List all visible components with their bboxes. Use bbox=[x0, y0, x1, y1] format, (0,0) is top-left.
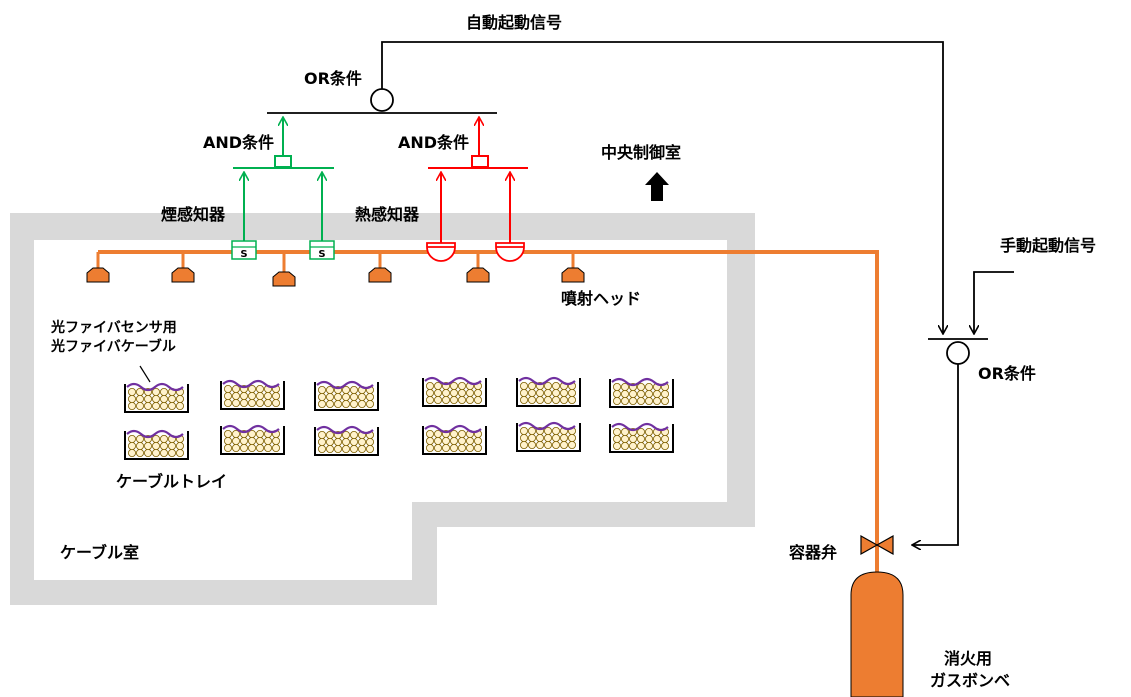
up-arrow-icon bbox=[645, 172, 669, 201]
and-condition-smoke-label: AND条件 bbox=[203, 133, 274, 152]
valve-icon bbox=[860, 534, 894, 556]
spray-head bbox=[561, 267, 585, 283]
heat-detector-label: 熱感知器 bbox=[355, 205, 420, 224]
and-condition-heat-label: AND条件 bbox=[398, 133, 469, 152]
fiber-sensor-label-line1: 光ファイバセンサ用 bbox=[50, 319, 177, 336]
gas-cylinder bbox=[850, 555, 904, 697]
cable-room-wall bbox=[10, 213, 755, 605]
valve-label: 容器弁 bbox=[788, 543, 837, 562]
auto-signal-line bbox=[267, 41, 943, 333]
cable-room-label: ケーブル室 bbox=[60, 543, 139, 562]
spray-head bbox=[86, 267, 110, 283]
or-gate-right bbox=[946, 341, 970, 365]
spray-head-label: 噴射ヘッド bbox=[561, 289, 641, 308]
cable-tray-label: ケーブルトレイ bbox=[116, 472, 227, 491]
fiber-leader-line bbox=[139, 365, 151, 383]
gas-cylinder-label-line2: ガスボンベ bbox=[930, 671, 1010, 690]
fiber-sensor-label-line2: 光ファイバケーブル bbox=[50, 338, 176, 355]
smoke-signal-lines bbox=[233, 118, 334, 241]
spray-head bbox=[272, 271, 296, 287]
central-control-room-label: 中央制御室 bbox=[601, 143, 681, 162]
main-pipe bbox=[98, 250, 879, 583]
or-gate-top bbox=[370, 88, 394, 112]
smoke-detector-symbol: S bbox=[318, 249, 325, 260]
right-or-gate bbox=[913, 271, 1014, 545]
spray-head bbox=[466, 267, 490, 283]
heat-detectors bbox=[426, 242, 525, 262]
smoke-detector-symbol: S bbox=[240, 249, 247, 260]
or-condition-right-label: OR条件 bbox=[978, 364, 1036, 383]
gas-cylinder-label-line1: 消火用 bbox=[944, 649, 992, 668]
auto-signal-label: 自動起動信号 bbox=[466, 13, 562, 32]
or-condition-top-label: OR条件 bbox=[304, 69, 362, 88]
spray-head bbox=[368, 267, 392, 283]
spray-heads bbox=[86, 252, 585, 287]
heat-signal-lines bbox=[428, 118, 528, 243]
smoke-detector-label: 煙感知器 bbox=[161, 205, 226, 224]
spray-head bbox=[171, 267, 195, 283]
manual-signal-label: 手動起動信号 bbox=[1000, 236, 1096, 255]
